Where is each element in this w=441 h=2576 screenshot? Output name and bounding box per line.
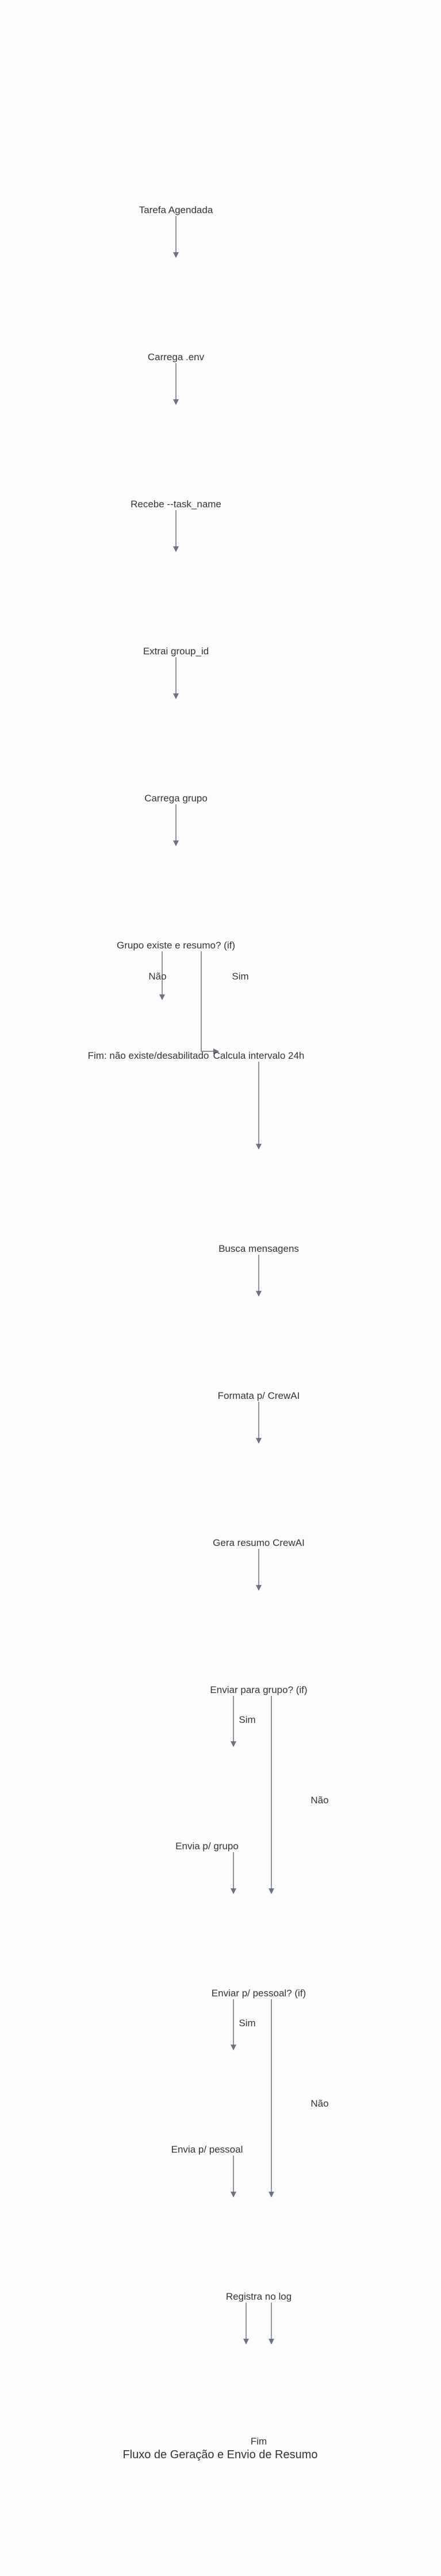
edge-label-enviar-grupo-nao: Não xyxy=(310,1795,329,1806)
node-enviar-para-grupo: Enviar para grupo? (if) xyxy=(210,1684,308,1695)
edge-label-grupo-nao: Não xyxy=(148,971,167,982)
edge-label-enviar-pessoal-sim: Sim xyxy=(239,2018,256,2029)
node-recebe-task-name: Recebe --task_name xyxy=(131,499,221,510)
edge-label-enviar-grupo-sim: Sim xyxy=(239,1714,256,1725)
node-tarefa-agendada: Tarefa Agendada xyxy=(139,205,213,215)
node-envia-p-pessoal: Envia p/ pessoal xyxy=(171,2144,243,2155)
edge-label-enviar-pessoal-nao: Não xyxy=(310,2098,329,2109)
node-gera-resumo: Gera resumo CrewAI xyxy=(213,1537,305,1548)
node-fim: Fim xyxy=(250,2436,267,2447)
node-fim-nao-existe: Fim: não existe/desabilitado xyxy=(87,1050,209,1061)
node-enviar-p-pessoal: Enviar p/ pessoal? (if) xyxy=(211,1988,306,1999)
diagram-title: Fluxo de Geração e Envio de Resumo xyxy=(122,2448,318,2461)
node-carrega-grupo: Carrega grupo xyxy=(144,793,208,804)
node-carrega-env: Carrega .env xyxy=(147,352,205,363)
edge-grupo-sim xyxy=(201,951,219,1054)
node-envia-p-grupo: Envia p/ grupo xyxy=(175,1841,239,1852)
node-grupo-existe: Grupo existe e resumo? (if) xyxy=(117,940,235,951)
edge-label-grupo-sim: Sim xyxy=(232,971,249,982)
node-registra-log: Registra no log xyxy=(225,2291,292,2302)
node-calcula-intervalo: Calcula intervalo 24h xyxy=(213,1050,305,1061)
node-formata-crewai: Formata p/ CrewAI xyxy=(217,1390,300,1401)
node-busca-mensagens: Busca mensagens xyxy=(218,1243,299,1254)
node-extrai-group-id: Extrai group_id xyxy=(143,646,209,657)
